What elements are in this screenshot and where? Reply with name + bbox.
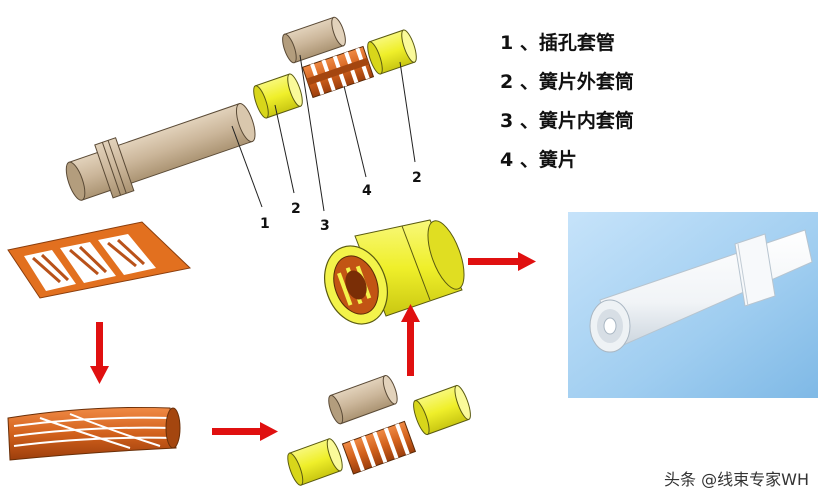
legend-item-socket-sleeve: 1 、插孔套管: [500, 32, 615, 54]
callout-3: 3: [320, 218, 330, 234]
leader-lines: [231, 54, 416, 212]
arrow-right-bottom: [212, 422, 278, 441]
product-photo: [568, 212, 818, 398]
inner-sleeve: [282, 16, 346, 64]
bottom-spring: [341, 420, 417, 475]
exploded-view: 1 2 3 4 2: [65, 16, 422, 234]
callout-2-right: 2: [412, 170, 422, 186]
bottom-outer-sleeve-right: [413, 384, 471, 436]
process-arrows: [90, 252, 536, 441]
outer-sleeve-left: [253, 73, 303, 119]
assembled-contact: [324, 219, 465, 325]
legend-item-spring: 4 、簧片: [500, 149, 577, 171]
callout-2-left: 2: [291, 201, 301, 217]
watermark: 头条 @线束专家WH: [664, 470, 809, 489]
outer-sleeve-right: [367, 29, 417, 75]
stamped-strip: [7, 221, 192, 299]
legend-item-outer-sleeve: 2 、簧片外套筒: [500, 71, 634, 93]
socket-sleeve: [65, 103, 256, 201]
parts-legend: 1 、插孔套管 2 、簧片外套筒 3 、簧片内套筒 4 、簧片: [500, 30, 700, 186]
spring-contact: [301, 45, 375, 99]
bottom-inner-sleeve: [328, 375, 398, 425]
arrow-down: [90, 322, 109, 384]
callout-1: 1: [260, 216, 270, 232]
legend-item-inner-sleeve: 3 、簧片内套筒: [500, 110, 634, 132]
callout-4: 4: [362, 183, 372, 199]
arrow-right-top: [468, 252, 536, 271]
arrow-up: [401, 304, 420, 376]
rolled-spring: [7, 406, 181, 461]
bottom-outer-sleeve-left: [287, 438, 343, 486]
bottom-parts: [287, 375, 471, 486]
